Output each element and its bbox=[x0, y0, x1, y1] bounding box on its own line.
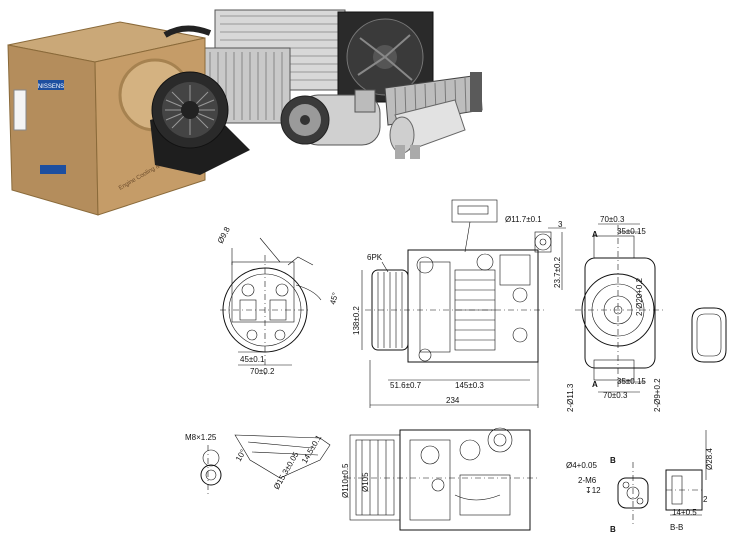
front-len-234: 234 bbox=[446, 396, 460, 405]
bottom-view-drawing: Ø110±0.5 Ø105 bbox=[341, 427, 540, 531]
side-angle-label: 45° bbox=[328, 291, 340, 305]
front-len-51: 51.6±0.7 bbox=[390, 381, 422, 390]
side-width-45: 45±0.1 bbox=[240, 355, 265, 364]
rear-dia-9: 2-Ø9+0.2 bbox=[653, 378, 662, 412]
front-dia-11: Ø11.7±0.1 bbox=[505, 215, 542, 224]
rear-view-drawing: 70±0.3 35±0.15 A A 35±0.15 70±0.3 2-Ø20+… bbox=[566, 215, 727, 412]
mount-dia-28: Ø28.4 bbox=[705, 448, 714, 470]
mount-dia-4: Ø4+0.05 bbox=[566, 461, 597, 470]
front-dim-3: 3 bbox=[558, 220, 563, 229]
rear-section-a-top: A bbox=[592, 230, 598, 239]
side-dia-label: Ø9.8 bbox=[216, 225, 232, 245]
gasket-outline bbox=[691, 307, 727, 363]
front-view-drawing: 6PK 138±0.2 51.6±0.7 145±0.3 234 Ø11.7±0… bbox=[352, 199, 566, 408]
side-view-drawing: Ø9.8 45° 45±0.1 70±0.2 bbox=[216, 225, 340, 376]
mount-thread: 2-M6 bbox=[578, 476, 597, 485]
mount-detail-drawing: Ø4+0.05 2-M6 ↧12 B B Ø28.4 2 14+0.5 B-B bbox=[566, 430, 714, 534]
front-len-145: 145±0.3 bbox=[455, 381, 484, 390]
compressor-image bbox=[280, 89, 381, 146]
bottom-dia-105: Ø105 bbox=[361, 472, 370, 492]
port-angle-10: 10° bbox=[234, 448, 248, 463]
rear-dia-11: 2-Ø11.3 bbox=[566, 383, 575, 412]
rear-section-a-bot: A bbox=[592, 380, 598, 389]
front-height-138: 138±0.2 bbox=[352, 306, 361, 335]
receiver-drier-image bbox=[389, 99, 466, 159]
front-dim-23: 23.7±0.2 bbox=[553, 256, 562, 288]
rear-w70-top: 70±0.3 bbox=[600, 215, 625, 224]
rear-w35-bot: 35±0.15 bbox=[617, 377, 646, 386]
mount-dim-14: 14+0.5 bbox=[672, 508, 697, 517]
box-brand-label: NISSENS bbox=[38, 84, 64, 90]
mount-depth: ↧12 bbox=[585, 486, 601, 495]
belt-label: 6PK bbox=[367, 253, 383, 262]
mount-section-bb: B-B bbox=[670, 523, 683, 532]
rear-w35-top: 35±0.15 bbox=[617, 227, 646, 236]
mount-b-top: B bbox=[610, 456, 616, 465]
rear-dia-20: 2-Ø20+0.2 bbox=[635, 277, 644, 316]
product-photo-collage: NISSENS Engine Cooling & Climate bbox=[7, 9, 483, 216]
mount-b-bot: B bbox=[610, 525, 616, 534]
port-thread-label: M8×1.25 bbox=[185, 433, 217, 442]
mount-dim-2: 2 bbox=[703, 495, 708, 504]
blower-motor-image bbox=[150, 25, 250, 175]
side-width-70: 70±0.2 bbox=[250, 367, 275, 376]
port-detail-drawing: M8×1.25 10° Ø15.3±0.05 14.5±0.1 bbox=[185, 433, 331, 495]
bottom-dia-110: Ø110±0.5 bbox=[341, 463, 350, 498]
rear-w70-bot: 70±0.3 bbox=[603, 391, 628, 400]
